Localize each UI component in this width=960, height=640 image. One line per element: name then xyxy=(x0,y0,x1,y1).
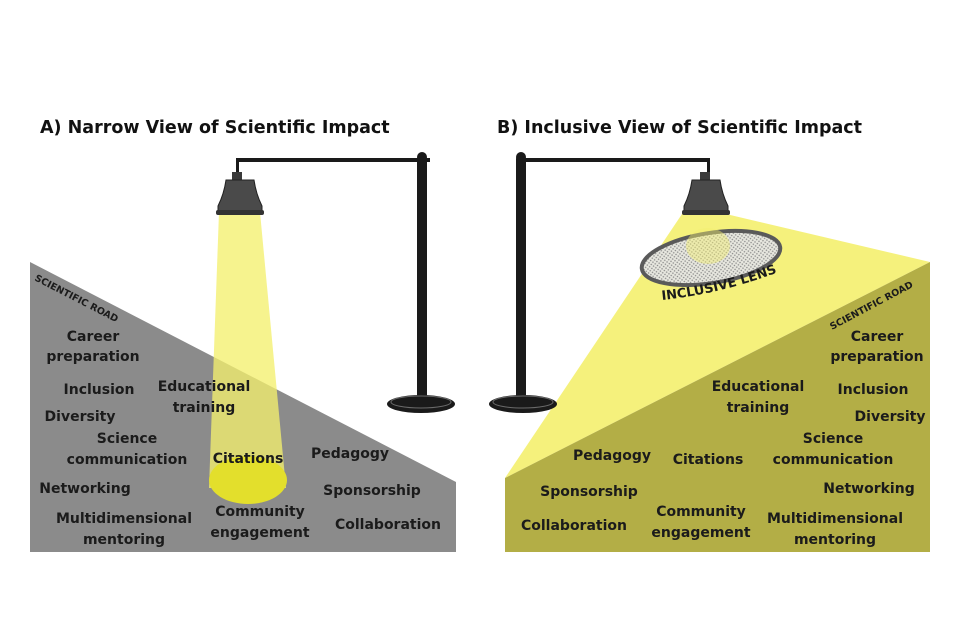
label-networking-a: Networking xyxy=(39,481,130,497)
lamp-pole-a xyxy=(417,156,427,402)
lamp-arm-a xyxy=(236,158,430,162)
lamp-pole-cap-b xyxy=(516,152,526,162)
lamp-pole-b xyxy=(516,156,526,402)
label-citations-a: Citations xyxy=(213,451,284,467)
panel-a: A) Narrow View of Scientific Impact SCIE… xyxy=(30,118,456,552)
lamp-rim-b xyxy=(682,210,730,215)
label-pedagogy-b: Pedagogy xyxy=(573,448,651,464)
lamp-shade-b xyxy=(684,180,728,213)
lamp-pole-cap-a xyxy=(417,152,427,162)
label-inclusion-a: Inclusion xyxy=(64,382,135,398)
label-sponsorship-a: Sponsorship xyxy=(323,483,421,499)
label-collaboration-a: Collaboration xyxy=(335,517,441,533)
light-beam-a xyxy=(209,212,286,488)
label-citations-b: Citations xyxy=(673,452,744,468)
lamp-rim-a xyxy=(216,210,264,215)
label-diversity-a: Diversity xyxy=(45,409,116,425)
lamp-arm-b xyxy=(518,158,710,162)
label-diversity-b: Diversity xyxy=(855,409,926,425)
panel-a-title: A) Narrow View of Scientific Impact xyxy=(40,118,390,138)
label-collaboration-b: Collaboration xyxy=(521,518,627,534)
label-networking-b: Networking xyxy=(823,481,914,497)
panel-b: B) Inclusive View of Scientific Impact I… xyxy=(489,118,930,552)
label-sponsorship-b: Sponsorship xyxy=(540,484,638,500)
panel-b-title: B) Inclusive View of Scientific Impact xyxy=(497,118,862,138)
label-inclusion-b: Inclusion xyxy=(838,382,909,398)
label-pedagogy-a: Pedagogy xyxy=(311,446,389,462)
lamp-base-b xyxy=(489,395,557,413)
lens-highlight xyxy=(686,228,730,264)
lamp-base-a xyxy=(387,395,455,413)
lamp-shade-a xyxy=(218,180,262,213)
